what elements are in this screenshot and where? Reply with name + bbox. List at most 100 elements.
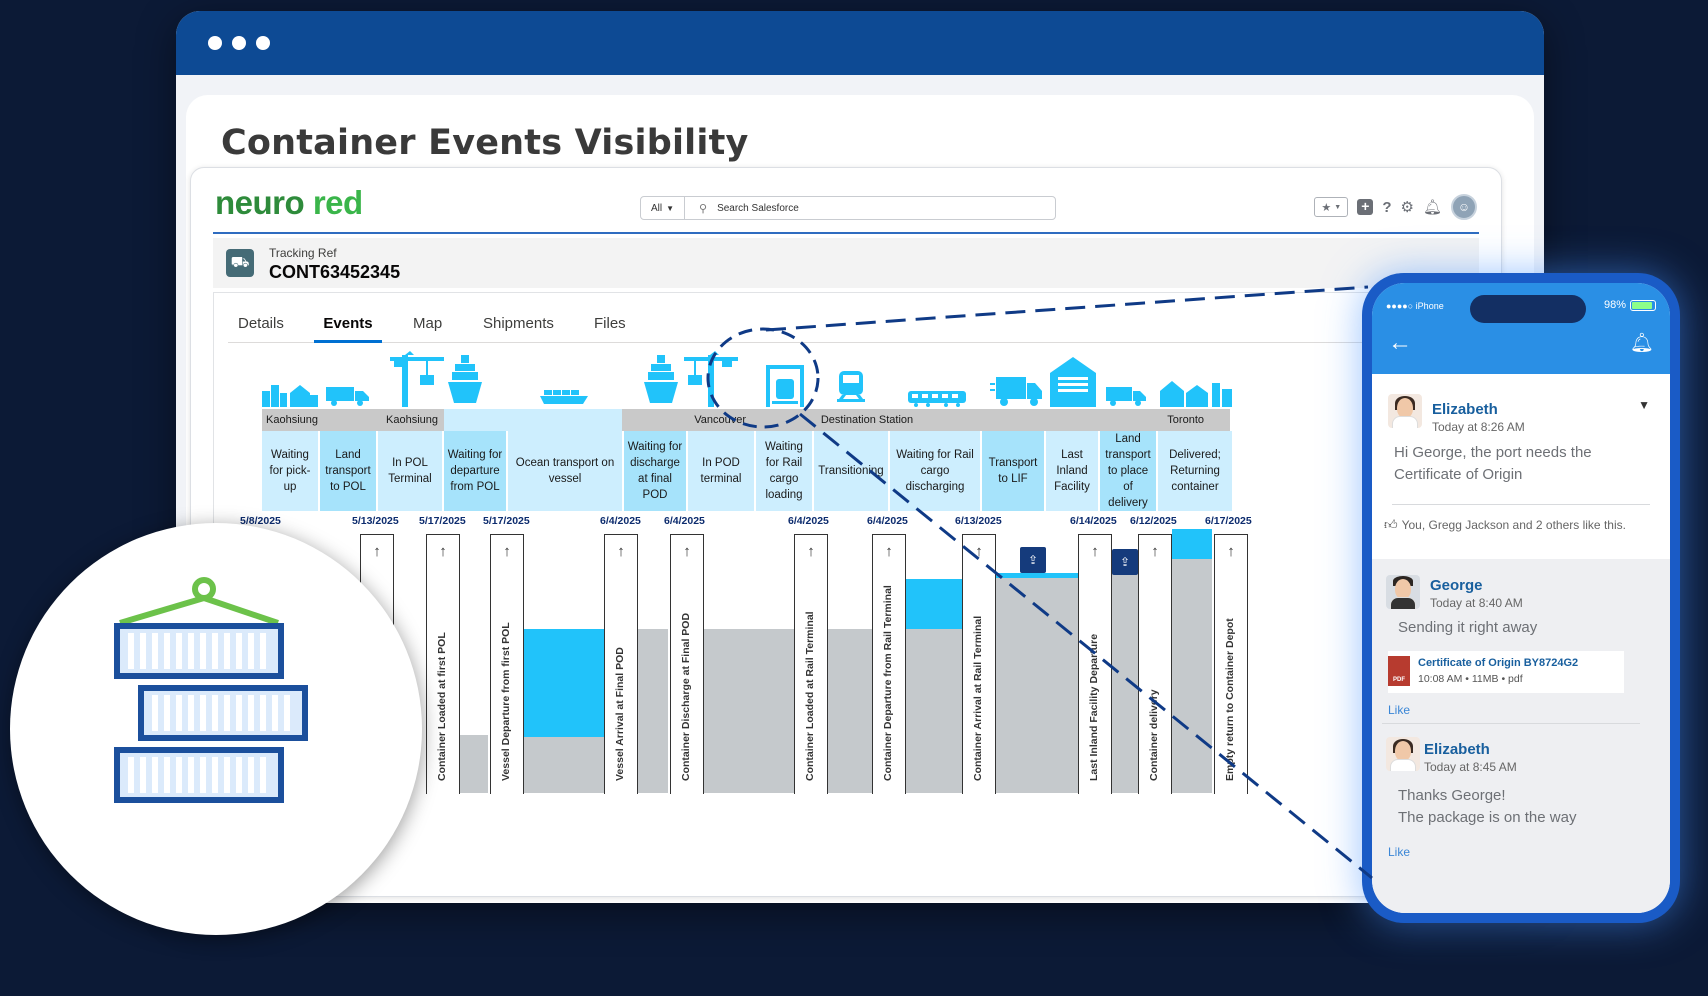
event-label: Container Discharge at Final POD <box>680 612 692 781</box>
divider <box>1392 504 1650 505</box>
post-author[interactable]: George <box>1430 577 1483 594</box>
freight-train-icon <box>908 391 966 407</box>
tab-map[interactable]: Map <box>413 315 443 332</box>
event-date: 5/17/2025 <box>483 515 530 527</box>
record-label: Tracking Ref <box>269 246 337 260</box>
search-input[interactable]: Search Salesforce <box>717 202 799 214</box>
window-dot[interactable] <box>256 36 270 50</box>
window-dot[interactable] <box>232 36 246 50</box>
event-label: Last Inland Facility Departure <box>1088 633 1100 781</box>
event-date: 5/13/2025 <box>352 515 399 527</box>
global-actions-icon[interactable]: + <box>1357 199 1374 215</box>
divider <box>1382 723 1640 724</box>
tab-events[interactable]: Events <box>314 311 382 343</box>
event-label: Container Loaded at first POL <box>436 632 448 781</box>
event-marker[interactable]: ↑ <box>490 534 524 794</box>
event-date: 5/8/2025 <box>240 515 281 527</box>
phase-cell: Waiting for discharge at final POD <box>624 431 686 511</box>
avatar <box>1388 394 1422 428</box>
arrow-up-icon: ↑ <box>503 543 511 560</box>
arrow-up-icon: ↑ <box>1227 543 1235 560</box>
post-author[interactable]: Elizabeth <box>1432 401 1498 418</box>
window-controls <box>208 36 270 50</box>
duration-bar <box>826 629 872 793</box>
post-message-line: Thanks George! <box>1398 787 1506 804</box>
tab-shipments[interactable]: Shipments <box>483 315 554 332</box>
help-icon[interactable]: ? <box>1382 198 1392 216</box>
delivery-truck-icon <box>990 377 1042 406</box>
phase-cell: In POL Terminal <box>378 431 442 511</box>
post-message-line: The package is on the way <box>1398 809 1577 826</box>
event-marker[interactable]: ↑ <box>670 534 704 794</box>
document-upload-icon[interactable]: ⇪ <box>1112 549 1138 575</box>
houses-icon <box>1160 381 1232 407</box>
event-date: 6/17/2025 <box>1205 515 1252 527</box>
tab-details[interactable]: Details <box>238 315 284 332</box>
event-marker[interactable]: ↑ <box>426 534 460 794</box>
arrow-up-icon: ↑ <box>617 543 625 560</box>
phase-cell: Land transport to place of delivery <box>1100 431 1156 511</box>
container-illustration-circle <box>10 523 422 935</box>
record-title: CONT63452345 <box>269 262 401 282</box>
post-author[interactable]: Elizabeth <box>1424 741 1490 758</box>
event-date: 6/4/2025 <box>600 515 641 527</box>
event-date: 6/12/2025 <box>1130 515 1177 527</box>
phase-cell: Transitioning <box>814 431 888 511</box>
chevron-down-icon[interactable]: ▼ <box>1638 398 1650 412</box>
likes-text: You, Gregg Jackson and 2 others like thi… <box>1401 518 1626 532</box>
event-label: Vessel Departure from first POL <box>500 622 512 781</box>
file-meta: 10:08 AM • 11MB • pdf <box>1418 673 1523 685</box>
global-search[interactable]: All ▼ ⚲ Search Salesforce <box>640 196 1056 220</box>
favorites-button[interactable]: ★▼ <box>1314 197 1349 217</box>
tracking-record-icon: ⛟ <box>226 249 254 277</box>
window-dot[interactable] <box>208 36 222 50</box>
record-highlights: ⛟ Tracking Ref CONT63452345 <box>213 238 1479 288</box>
likes-summary: 👍︎ You, Gregg Jackson and 2 others like … <box>1384 517 1626 533</box>
event-date: 5/17/2025 <box>419 515 466 527</box>
document-upload-icon[interactable]: ⇪ <box>1020 547 1046 573</box>
event-date: 6/4/2025 <box>788 515 829 527</box>
user-avatar[interactable]: ☺ <box>1451 194 1477 220</box>
port-crane-icon <box>684 351 738 407</box>
chat-thread: George Today at 8:40 AM Sending it right… <box>1372 559 1670 913</box>
phase-cell: Last Inland Facility <box>1046 431 1098 511</box>
notifications-bell-icon[interactable]: 🔔︎ <box>1422 199 1442 216</box>
file-name[interactable]: Certificate of Origin BY8724G2 <box>1418 657 1579 669</box>
duration-bar <box>522 629 604 737</box>
event-date: 6/4/2025 <box>867 515 908 527</box>
post-time: Today at 8:40 AM <box>1430 596 1523 610</box>
like-link[interactable]: Like <box>1388 703 1411 717</box>
ship-icon <box>448 355 482 403</box>
neuro-red-logo[interactable]: neuro red <box>215 184 363 222</box>
duration-bar <box>1112 561 1138 793</box>
app-header: neuro red All ▼ ⚲ Search Salesforce ★▼ +… <box>213 168 1479 234</box>
status-bar-battery: 98% <box>1604 299 1656 311</box>
duration-bar <box>638 629 668 793</box>
train-icon <box>837 371 865 402</box>
truck-icon <box>1106 387 1146 406</box>
phase-cell: Waiting for Rail cargo loading <box>756 431 812 511</box>
duration-bar <box>996 578 1078 793</box>
phase-cell: Ocean transport on vessel <box>508 431 622 511</box>
location-cell: Destination Station <box>754 409 980 431</box>
event-marker[interactable]: ↑ <box>604 534 638 794</box>
search-scope-label: All <box>650 202 663 214</box>
back-arrow-icon[interactable]: ← <box>1388 329 1412 356</box>
arrow-up-icon: ↑ <box>439 543 447 560</box>
phone-notch <box>1470 295 1586 323</box>
logo-text-2: red <box>304 184 363 221</box>
arrow-up-icon: ↑ <box>1091 543 1099 560</box>
file-attachment[interactable]: PDF Certificate of Origin BY8724G2 10:08… <box>1388 651 1624 693</box>
search-scope-dropdown[interactable]: All ▼ <box>641 197 685 219</box>
port-crane-icon <box>390 351 444 407</box>
warehouse-icon <box>1050 357 1096 407</box>
record-tabs: Details Events Map Shipments Files <box>228 311 1479 343</box>
arrow-up-icon: ↑ <box>373 543 381 560</box>
event-label: Empty return to Container Depot <box>1224 618 1236 781</box>
duration-bar <box>702 629 796 793</box>
like-link[interactable]: Like <box>1388 845 1411 859</box>
tab-files[interactable]: Files <box>594 315 626 332</box>
logo-text-1: neuro <box>215 184 305 221</box>
notifications-bell-icon[interactable]: 🔔︎ <box>1629 333 1654 354</box>
gear-icon[interactable]: ⚙ <box>1400 199 1414 216</box>
